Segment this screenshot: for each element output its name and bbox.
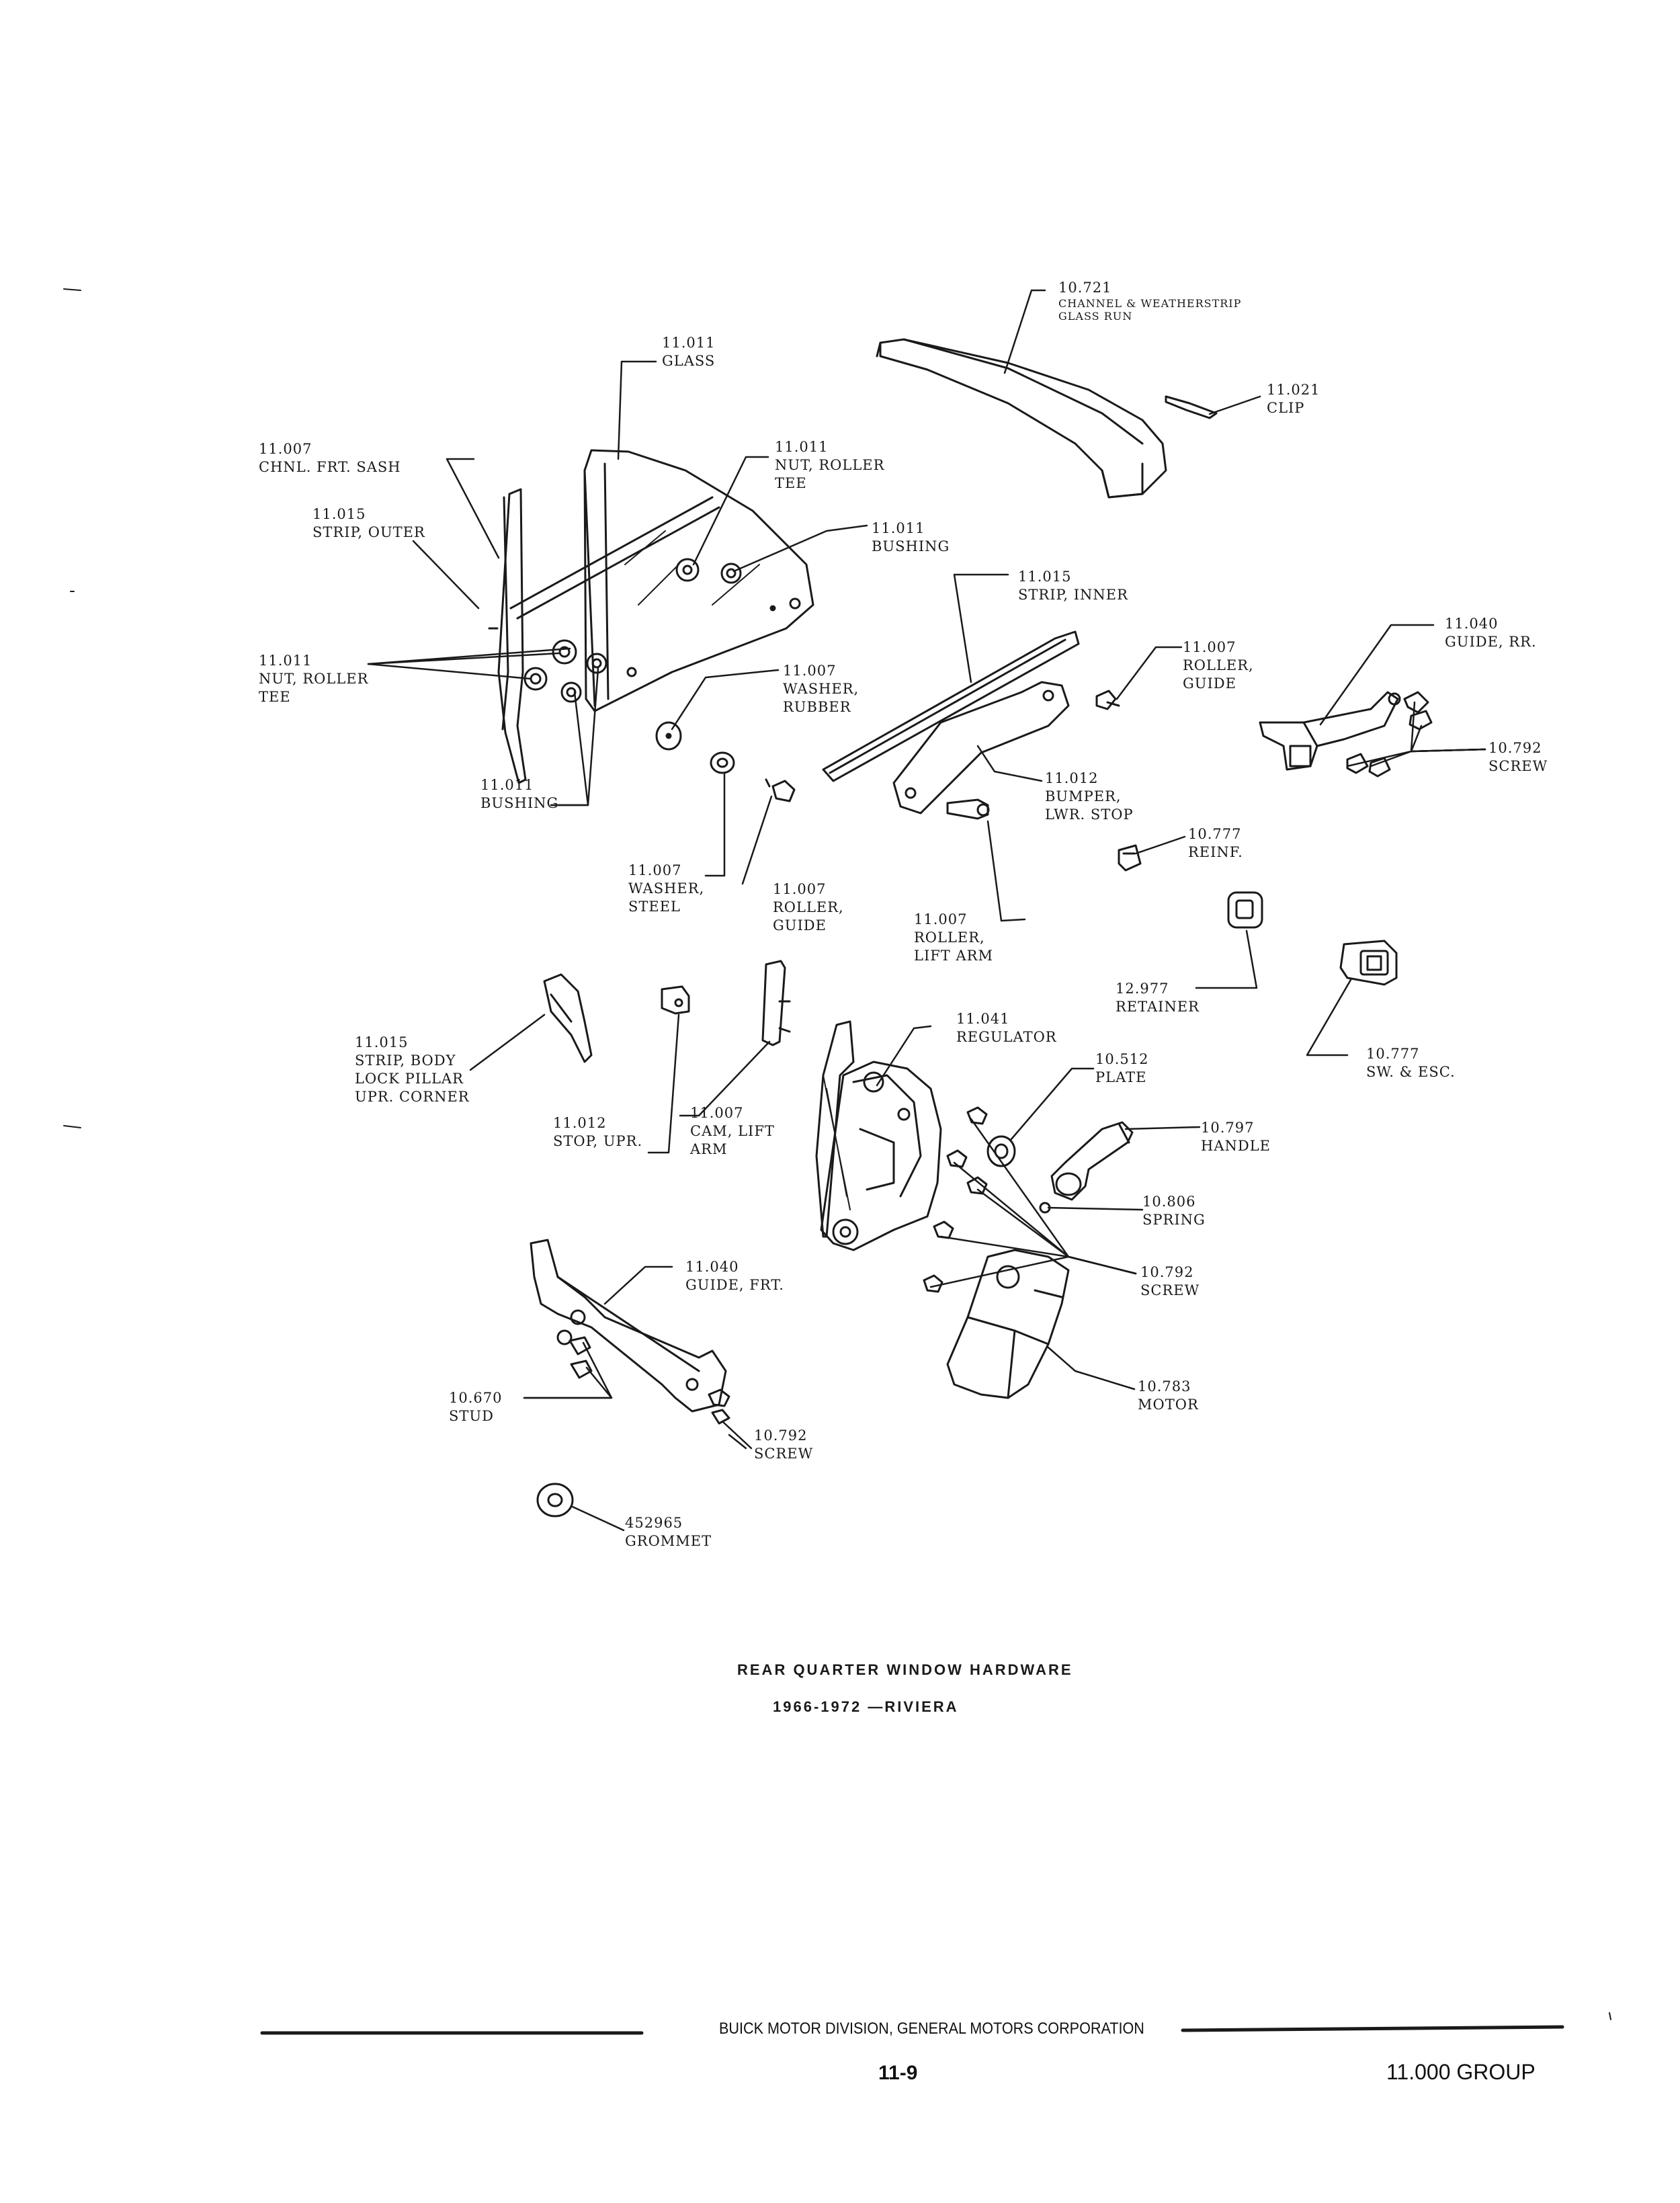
bumper-lower-stop-part <box>892 681 1070 815</box>
switch-escutcheon-part <box>1339 940 1398 986</box>
footer-company: BUICK MOTOR DIVISION, GENERAL MOTORS COR… <box>719 2020 1144 2038</box>
label-nut-roller-tee-top: 11.011 NUT, ROLLER TEE <box>775 439 885 491</box>
label-stud: 10.670 STUD <box>449 1390 503 1424</box>
roller-guide-mid-part <box>765 778 796 802</box>
label-bushing-bottom: 11.011 BUSHING <box>480 777 559 811</box>
label-clip: 11.021 CLIP <box>1267 382 1320 416</box>
label-washer-steel: 11.007 WASHER, STEEL <box>628 862 705 915</box>
channel-weatherstrip-part <box>876 338 1167 499</box>
label-channel-weatherstrip: 10.721 CHANNEL & WEATHERSTRIP GLASS RUN <box>1058 280 1242 323</box>
label-strip-outer: 11.015 STRIP, OUTER <box>312 506 425 540</box>
label-strip-inner: 11.015 STRIP, INNER <box>1018 569 1128 603</box>
stop-upper-part <box>661 985 690 1015</box>
washer-rubber-part <box>655 721 682 751</box>
cam-lift-arm-part <box>761 960 791 1046</box>
scan-marks <box>63 288 1611 2020</box>
regulator-screws <box>923 1106 988 1293</box>
label-roller-lift-arm: 11.007 ROLLER, LIFT ARM <box>914 911 993 964</box>
label-reinf: 10.777 REINF. <box>1188 826 1243 860</box>
roller-tee-nuts <box>523 558 742 703</box>
stud-parts <box>569 1336 593 1379</box>
retainer-part <box>1227 891 1263 929</box>
label-motor: 10.783 MOTOR <box>1138 1378 1199 1413</box>
clip-part <box>1165 395 1218 419</box>
label-regulator: 11.041 REGULATOR <box>956 1011 1057 1045</box>
label-screw-mid: 10.792 SCREW <box>1140 1264 1200 1298</box>
guide-front-screws <box>708 1388 730 1425</box>
motor-part <box>946 1249 1070 1399</box>
front-sash-channel-part <box>497 488 527 784</box>
label-chnl-frt-sash: 11.007 CHNL. FRT. SASH <box>259 441 401 475</box>
glass-part <box>488 449 814 712</box>
grommet-part <box>536 1483 574 1518</box>
label-stop-upr: 11.012 STOP, UPR. <box>553 1115 643 1149</box>
label-nut-roller-tee-left: 11.011 NUT, ROLLER TEE <box>259 653 369 705</box>
label-retainer: 12.977 RETAINER <box>1116 981 1200 1015</box>
diagram-title: REAR QUARTER WINDOW HARDWARE <box>737 1661 1073 1678</box>
label-bumper-lwr-stop: 11.012 BUMPER, LWR. STOP <box>1045 770 1134 823</box>
label-roller-guide-mid: 11.007 ROLLER, GUIDE <box>773 881 844 933</box>
footer-group: 11.000 GROUP <box>1386 2060 1536 2084</box>
strip-body-lock-part <box>543 973 593 1063</box>
label-roller-guide-right: 11.007 ROLLER, GUIDE <box>1183 639 1254 692</box>
guide-rear-part <box>1259 691 1401 771</box>
screw-rear-group <box>1346 691 1433 778</box>
roller-lift-arm-part <box>946 798 990 820</box>
plate-part <box>986 1135 1016 1167</box>
label-washer-rubber: 11.007 WASHER, RUBBER <box>783 663 859 715</box>
footer-rules <box>260 2025 1564 2035</box>
label-spring: 10.806 SPRING <box>1142 1194 1206 1228</box>
label-strip-body-lock: 11.015 STRIP, BODY LOCK PILLAR UPR. CORN… <box>355 1034 470 1105</box>
label-guide-rr: 11.040 GUIDE, RR. <box>1445 616 1537 650</box>
handle-part <box>1050 1121 1134 1201</box>
label-plate: 10.512 PLATE <box>1095 1051 1149 1085</box>
strip-inner-part <box>822 630 1080 782</box>
leader-lines <box>367 289 1486 1532</box>
regulator-part <box>815 1020 942 1251</box>
label-handle: 10.797 HANDLE <box>1201 1120 1271 1154</box>
label-sw-esc: 10.777 SW. & ESC. <box>1366 1046 1456 1080</box>
label-grommet: 452965 GROMMET <box>625 1515 712 1549</box>
diagram-subtitle: 1966-1972 —RIVIERA <box>773 1698 959 1715</box>
footer-page-number: 11-9 <box>878 2062 918 2084</box>
label-bushing-top: 11.011 BUSHING <box>872 520 950 554</box>
label-cam-lift-arm: 11.007 CAM, LIFT ARM <box>690 1105 775 1157</box>
label-guide-frt: 11.040 GUIDE, FRT. <box>685 1259 784 1293</box>
roller-guide-right-part <box>1095 690 1120 710</box>
label-glass: 11.011 GLASS <box>662 335 716 369</box>
washer-steel-part <box>710 751 735 774</box>
label-screw-bottom: 10.792 SCREW <box>754 1427 814 1462</box>
reinf-part <box>1118 844 1142 872</box>
label-screw-rr: 10.792 SCREW <box>1488 740 1548 774</box>
